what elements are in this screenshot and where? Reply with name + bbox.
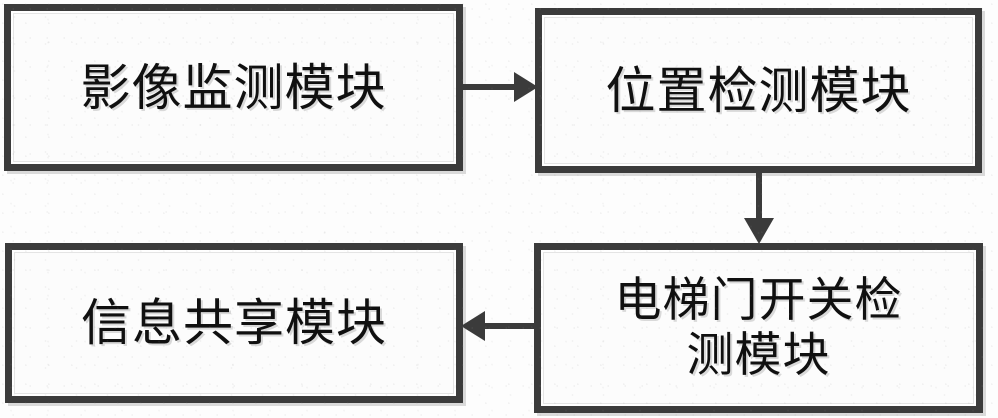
node-image-monitor-label: 影像监测模块 — [80, 58, 387, 117]
node-position-detect-label: 位置检测模块 — [605, 61, 912, 120]
connector-image-to-position — [461, 84, 523, 90]
node-info-share-label: 信息共享模块 — [81, 294, 387, 352]
node-position-detect[interactable]: 位置检测模块 — [535, 8, 982, 173]
node-info-share[interactable]: 信息共享模块 — [5, 243, 463, 403]
node-door-switch[interactable]: 电梯门开关检 测模块 — [534, 243, 983, 413]
node-door-switch-label: 电梯门开关检 测模块 — [614, 272, 903, 383]
arrow-left-icon — [461, 311, 485, 341]
connector-door-to-info — [485, 323, 537, 329]
node-image-monitor[interactable]: 影像监测模块 — [4, 4, 463, 171]
arrow-right-icon — [514, 72, 538, 102]
connector-position-to-door — [756, 170, 762, 226]
arrow-down-icon — [744, 218, 774, 244]
